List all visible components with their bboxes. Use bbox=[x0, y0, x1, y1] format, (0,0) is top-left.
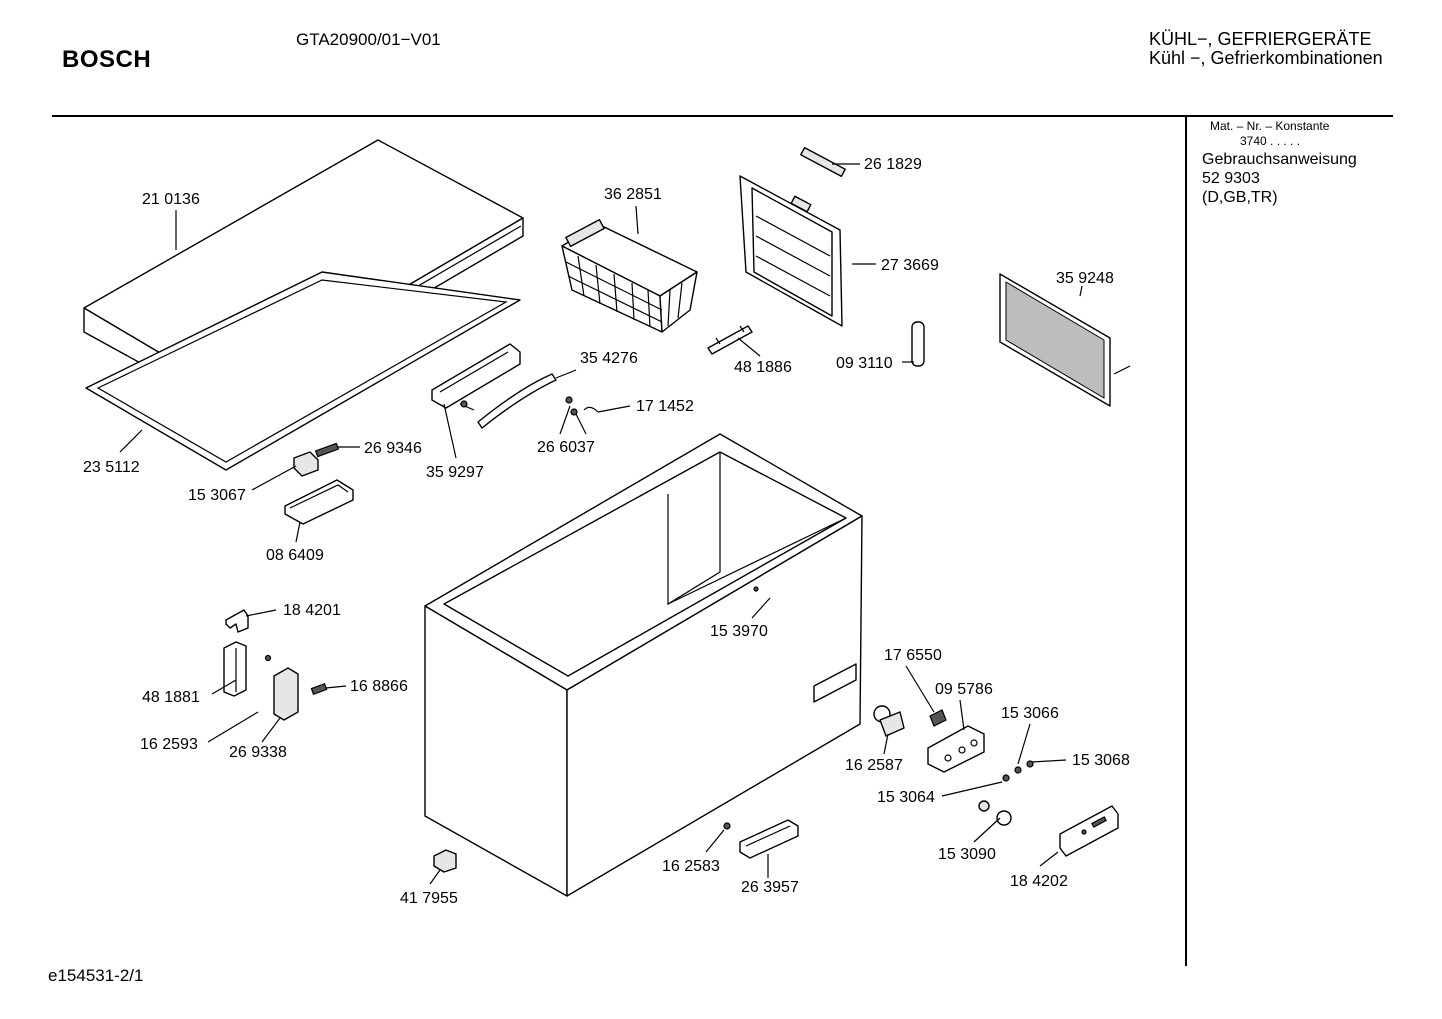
latch-plate-drawing bbox=[223, 641, 247, 697]
part-label: 09 3110 bbox=[836, 355, 893, 372]
lock-body-drawing bbox=[264, 654, 299, 721]
part-label: 35 4276 bbox=[580, 350, 638, 367]
lamp-holder-drawing bbox=[873, 705, 905, 737]
part-labels: 21 0136 23 5112 26 9346 15 3067 08 6409 … bbox=[83, 156, 1130, 907]
part-label: 17 6550 bbox=[884, 647, 942, 664]
part-label: 15 3064 bbox=[877, 789, 935, 806]
sidebar-doc-number: 52 9303 bbox=[1202, 170, 1260, 187]
part-label: 26 1829 bbox=[864, 156, 922, 173]
part-label: 36 2851 bbox=[604, 186, 662, 203]
cabinet-drawing bbox=[424, 433, 863, 897]
thermostat-housing-drawing bbox=[927, 725, 985, 773]
model-number: GTA20900/01−V01 bbox=[296, 30, 441, 49]
hinge-block-drawing bbox=[293, 451, 319, 477]
screw-pair-drawing bbox=[565, 396, 599, 416]
part-label: 23 5112 bbox=[83, 459, 140, 476]
part-label: 18 4202 bbox=[1010, 873, 1068, 890]
part-label: 26 3957 bbox=[741, 879, 799, 896]
category-subtitle: Kühl −, Gefrierkombinationen bbox=[1149, 48, 1383, 68]
part-label: 26 9346 bbox=[364, 440, 422, 457]
latch-clip-drawing bbox=[225, 609, 249, 633]
divider-frame-drawing bbox=[739, 175, 843, 327]
part-label: 41 7955 bbox=[400, 890, 458, 907]
part-label: 35 9248 bbox=[1056, 270, 1114, 287]
sidebar-doc-title: Gebrauchsanweisung bbox=[1202, 151, 1357, 168]
basket-drawing bbox=[561, 218, 698, 333]
drain-cover-drawing bbox=[739, 819, 799, 859]
category-title: KÜHL−, GEFRIERGERÄTE bbox=[1149, 29, 1372, 49]
knob-set-drawing bbox=[1002, 760, 1034, 782]
knob-drawing bbox=[978, 800, 1012, 826]
sidebar-header: Mat. – Nr. – Konstante bbox=[1210, 119, 1330, 133]
part-label: 17 1452 bbox=[636, 398, 694, 415]
drain-screw-drawing bbox=[723, 822, 731, 830]
lock-housing-drawing bbox=[284, 479, 354, 525]
connector-drawing bbox=[929, 709, 947, 727]
part-label: 15 3068 bbox=[1072, 752, 1130, 769]
handle-screw-drawing bbox=[459, 400, 475, 411]
hinge-pin-drawing bbox=[314, 442, 340, 458]
brand-logo: BOSCH bbox=[62, 46, 152, 73]
lid-gasket-drawing bbox=[85, 271, 521, 471]
part-label: 35 9297 bbox=[426, 464, 484, 481]
part-label: 18 4201 bbox=[283, 602, 341, 619]
diagram-id: e154531-2/1 bbox=[48, 966, 144, 985]
part-label: 16 2583 bbox=[662, 858, 720, 875]
sidebar-constant: 3740 . . . . . bbox=[1240, 134, 1301, 148]
handle-bar-drawing bbox=[477, 373, 557, 429]
part-label: 16 2587 bbox=[845, 757, 903, 774]
part-label: 15 3090 bbox=[938, 846, 996, 863]
part-label: 21 0136 bbox=[142, 191, 200, 208]
sidebar-languages: (D,GB,TR) bbox=[1202, 189, 1278, 206]
top-hinge-rod-drawing bbox=[800, 146, 846, 178]
lock-screw-drawing bbox=[310, 683, 328, 695]
small-handle-drawing bbox=[707, 325, 753, 355]
foot-drawing bbox=[433, 849, 457, 873]
rod-drawing bbox=[911, 321, 925, 367]
part-label: 16 2593 bbox=[140, 736, 198, 753]
part-label: 09 5786 bbox=[935, 681, 993, 698]
part-label: 26 9338 bbox=[229, 744, 287, 761]
part-label: 48 1881 bbox=[142, 689, 200, 706]
part-label: 15 3067 bbox=[188, 487, 246, 504]
part-label: 16 8866 bbox=[350, 678, 408, 695]
part-label: 27 3669 bbox=[881, 257, 939, 274]
handle-drawing bbox=[431, 343, 521, 409]
back-plate-drawing bbox=[999, 273, 1131, 407]
part-label: 15 3066 bbox=[1001, 705, 1059, 722]
part-label: 08 6409 bbox=[266, 547, 324, 564]
part-label: 15 3970 bbox=[710, 623, 768, 640]
control-plate-drawing bbox=[1059, 805, 1119, 857]
part-label: 48 1886 bbox=[734, 359, 792, 376]
leader-lines bbox=[119, 163, 1083, 885]
part-label: 26 6037 bbox=[537, 439, 595, 456]
